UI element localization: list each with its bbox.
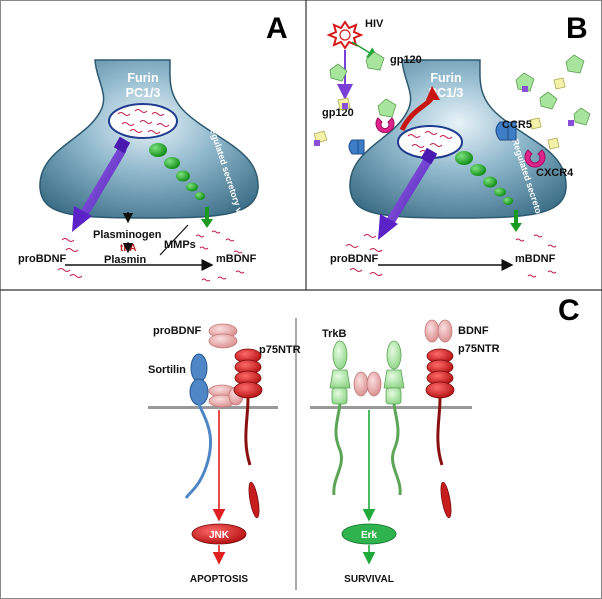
released-mbdnf-a — [195, 230, 245, 282]
p75ntr-receptor-left — [233, 348, 263, 399]
sortilin-receptor — [184, 353, 213, 499]
bound-receptors-left — [348, 117, 395, 155]
released-probdnf-a — [57, 238, 83, 278]
ccr5-label: CCR5 — [502, 119, 532, 131]
mmps-line — [159, 224, 189, 256]
bdnf-bound — [353, 371, 382, 397]
panel-b: B Furin PC1/3 Regulated secretory vesicl… — [313, 12, 591, 278]
gp120-molecules — [329, 51, 591, 126]
p75ntr-stalk-left — [244, 397, 252, 466]
released-probdnf-b — [345, 234, 383, 276]
probdnf-bound-complex — [208, 384, 244, 408]
secretory-vesicles-a — [149, 143, 205, 200]
probdnf-label-c: proBDNF — [153, 325, 202, 337]
plasminogen-label: Plasminogen — [93, 229, 162, 241]
p75ntr-death-domain-right — [440, 481, 452, 519]
bdnf-free — [424, 319, 453, 343]
cxcr4-receptor — [524, 149, 546, 168]
apoptosis-label: APOPTOSIS — [190, 574, 248, 585]
hiv-label: HIV — [365, 18, 384, 30]
gp120-furin-arrowhead — [426, 86, 440, 100]
p75ntr-stalk-right — [436, 397, 444, 466]
gp120-yellow-fragments — [313, 77, 566, 150]
membrane-left — [148, 406, 278, 409]
neuron-terminal-a — [39, 59, 259, 219]
panel-a-letter: A — [266, 12, 288, 45]
survival-label: SURVIVAL — [344, 574, 394, 585]
jnk-label: JNK — [209, 530, 230, 541]
probdnf-label-b: proBDNF — [330, 253, 379, 265]
secretory-vesicles-b — [455, 151, 513, 205]
trkb-receptor-right — [383, 340, 405, 405]
constitutive-arrow-a — [72, 136, 131, 232]
ccr5-receptor — [495, 121, 517, 141]
sortilin-label: Sortilin — [148, 364, 186, 376]
trkb-stalk-left — [332, 403, 343, 496]
trkb-stalk-right — [391, 403, 402, 496]
purple-ligands — [314, 86, 574, 146]
trkb-label: TrkB — [322, 328, 347, 340]
trkb-receptor-left — [329, 340, 351, 405]
p75ntr-label-right: p75NTR — [458, 343, 500, 355]
p75ntr-death-domain-left — [248, 481, 260, 519]
panel-c: C proBDNF Sortilin p75NTR — [148, 294, 580, 585]
mmps-label: MMPs — [164, 239, 196, 251]
furin-label-a: Furin — [127, 71, 158, 85]
gp120-label-left: gp120 — [322, 107, 354, 119]
membrane-right — [310, 406, 472, 409]
probdnf-squiggles-a — [117, 109, 170, 134]
cxcr4-label: CXCR4 — [536, 167, 574, 179]
erk-node — [341, 523, 397, 545]
bdnf-label: BDNF — [458, 325, 489, 337]
panel-a: A Furin PC1/3 Regulated secretory vesicl… — [18, 12, 288, 282]
release-arrowhead-b — [510, 223, 522, 232]
mbdnf-label-b: mBDNF — [515, 253, 556, 265]
pc13-label-a: PC1/3 — [126, 86, 161, 100]
probdnf-label-a: proBDNF — [18, 253, 67, 265]
jnk-node — [191, 523, 247, 545]
release-arrowhead-a — [201, 219, 213, 228]
plasmin-label: Plasmin — [104, 254, 146, 266]
probdnf-dimer — [208, 323, 238, 349]
panel-c-letter: C — [558, 294, 580, 327]
p75ntr-label-left: p75NTR — [259, 344, 301, 356]
p75ntr-receptor-right — [425, 348, 455, 399]
constitutive-arrow-b — [378, 147, 438, 240]
erk-label: Erk — [361, 530, 378, 541]
hiv-virion — [326, 20, 364, 50]
mbdnf-label-a: mBDNF — [216, 253, 257, 265]
furin-label-b: Furin — [430, 71, 461, 85]
released-mbdnf-b — [515, 234, 557, 278]
gp120-label-top: gp120 — [390, 54, 422, 66]
panel-b-letter: B — [566, 12, 588, 45]
